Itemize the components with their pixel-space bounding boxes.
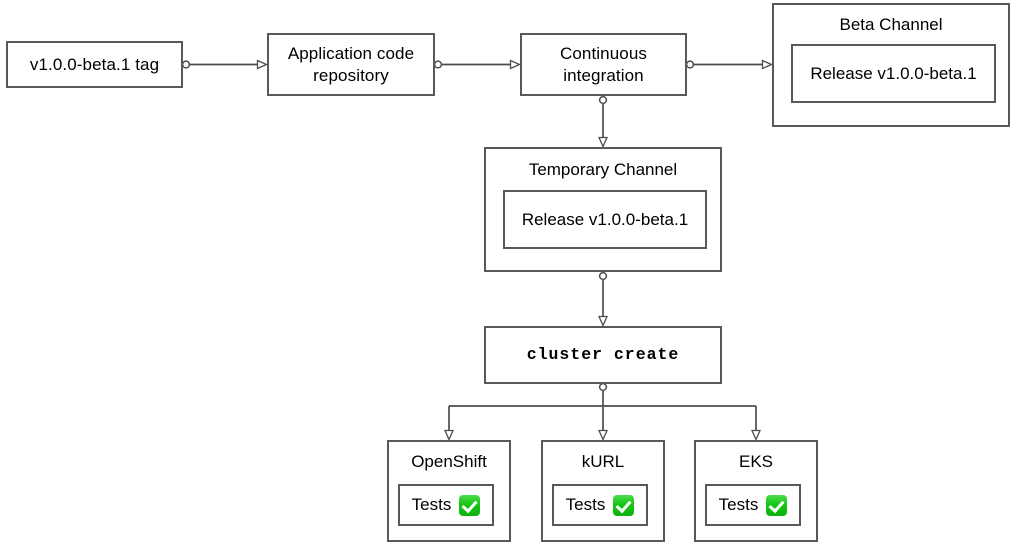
node-version-tag[interactable]: v1.0.0-beta.1 tag [6,41,183,88]
node-application-code-repository[interactable]: Application code repository [267,33,435,96]
temporary-channel-release-label: Release v1.0.0-beta.1 [521,209,689,229]
eks-tests-label: Tests [718,495,759,514]
edge-source-dot [598,95,608,105]
beta-channel-release-label: Release v1.0.0-beta.1 [810,63,977,83]
node-version-tag-label: v1.0.0-beta.1 tag [29,54,160,74]
group-target-eks-title: EKS [738,452,774,471]
group-beta-channel[interactable]: Beta Channel Release v1.0.0-beta.1 [772,3,1010,127]
node-application-code-repository-label: Application code repository [287,43,415,85]
kurl-tests-box[interactable]: Tests [552,484,648,526]
node-cluster-create-label: cluster create [526,345,680,365]
edge-source-dot [685,60,695,69]
node-cluster-create-command[interactable]: cluster create [484,326,722,384]
group-target-kurl-title: kURL [581,452,625,471]
group-target-openshift-title: OpenShift [411,452,487,471]
group-beta-channel-title: Beta Channel [839,15,943,34]
group-target-eks[interactable]: EKS Tests [694,440,818,542]
check-icon [459,494,481,516]
node-continuous-integration[interactable]: Continuous integration [520,33,687,96]
group-temporary-channel-title: Temporary Channel [528,160,678,179]
group-target-openshift[interactable]: OpenShift Tests [387,440,511,542]
check-icon [766,494,788,516]
eks-tests-box[interactable]: Tests [705,484,801,526]
openshift-tests-box[interactable]: Tests [398,484,494,526]
group-target-kurl[interactable]: kURL Tests [541,440,665,542]
openshift-tests-label: Tests [411,495,452,514]
group-temporary-channel[interactable]: Temporary Channel Release v1.0.0-beta.1 [484,147,722,272]
temporary-channel-release-box[interactable]: Release v1.0.0-beta.1 [503,190,707,249]
beta-channel-release-box[interactable]: Release v1.0.0-beta.1 [791,44,996,103]
kurl-tests-label: Tests [565,495,606,514]
check-icon [613,494,635,516]
edge-source-dot [433,60,443,69]
edge-source-dot [598,382,608,392]
node-continuous-integration-label: Continuous integration [559,43,647,85]
edge-source-dot [181,60,191,69]
edge-source-dot [598,271,608,281]
